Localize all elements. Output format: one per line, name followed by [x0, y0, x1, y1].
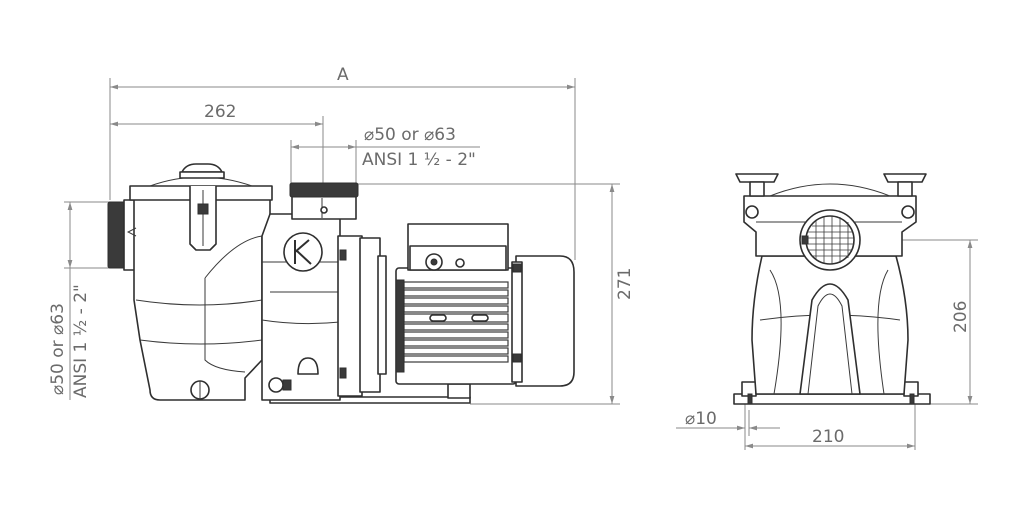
dimension-210-label: 210: [812, 427, 844, 447]
outlet-diameter-label: ⌀50 or ⌀63: [364, 125, 456, 145]
dimension-206-label: 206: [951, 301, 971, 333]
k-logo-icon: [283, 232, 323, 272]
outlet-ansi-label: ANSI 1 ½ - 2": [362, 150, 476, 170]
inlet-diameter-label: ⌀50 or ⌀63: [48, 303, 68, 395]
dimension-lines: [64, 78, 978, 450]
dimension-262-label: 262: [204, 102, 236, 122]
pump-side-view: [107, 163, 575, 404]
inlet-ansi-label: ANSI 1 ½ - 2": [71, 284, 91, 398]
pump-front-view: [733, 173, 931, 405]
dimension-a-label: A: [337, 65, 349, 85]
mount-hole-label: ⌀10: [685, 409, 717, 429]
dimension-271-label: 271: [615, 268, 635, 300]
